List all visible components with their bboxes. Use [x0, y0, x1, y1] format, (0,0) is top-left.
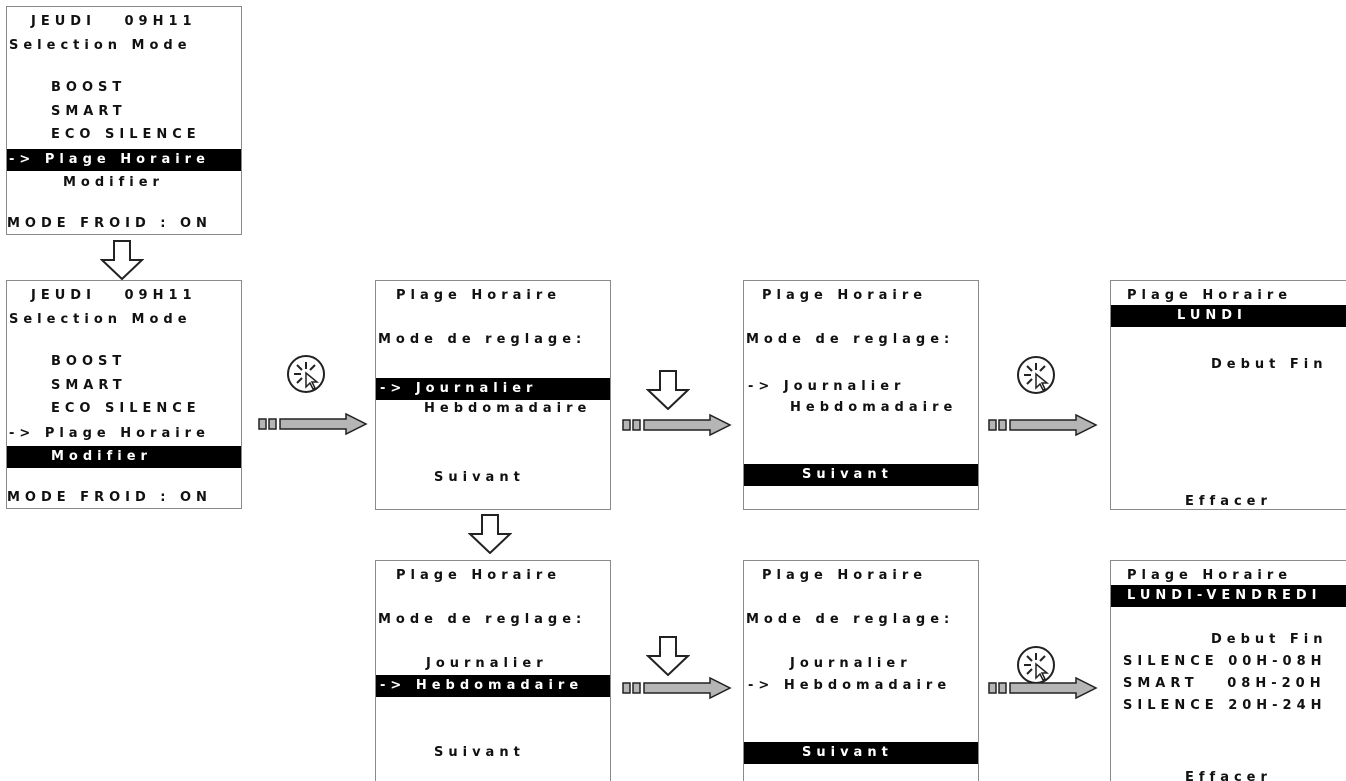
status-line: MODE FROID : ON: [7, 490, 212, 505]
option-hebdomadaire[interactable]: -> Hebdomadaire: [748, 678, 952, 693]
next-button[interactable]: Suivant: [434, 745, 525, 760]
menu-item-smart[interactable]: SMART: [51, 104, 127, 119]
right-arrow-icon: [988, 676, 1098, 700]
status-line: MODE FROID : ON: [7, 216, 212, 231]
down-arrow-icon: [468, 514, 512, 554]
screen-plage-horaire-lundi: Plage Horaire LUNDI Debut Fin Effacer: [1110, 280, 1346, 510]
screen-main-menu-2: JEUDI 09H11 Selection Mode BOOST SMART E…: [6, 280, 242, 509]
screen-plage-horaire-lundi-vendredi: Plage Horaire LUNDI-VENDREDI Debut Fin S…: [1110, 560, 1346, 781]
menu-item-boost[interactable]: BOOST: [51, 354, 127, 369]
option-hebdomadaire[interactable]: Hebdomadaire: [424, 401, 592, 416]
click-pointer-icon: [1017, 356, 1055, 394]
title-line: Selection Mode: [9, 312, 192, 327]
menu-item-plage-horaire[interactable]: -> Plage Horaire: [7, 149, 241, 171]
screen-title: Plage Horaire: [762, 568, 928, 583]
option-hebdomadaire[interactable]: Hebdomadaire: [790, 400, 958, 415]
menu-item-eco-silence[interactable]: ECO SILENCE: [51, 127, 201, 142]
schedule-row[interactable]: SILENCE 00H-08H: [1123, 654, 1327, 669]
title-line: Selection Mode: [9, 38, 192, 53]
screen-title: Plage Horaire: [396, 288, 562, 303]
screen-main-menu-1: JEUDI 09H11 Selection Mode BOOST SMART E…: [6, 6, 242, 235]
down-arrow-icon: [646, 370, 690, 410]
settings-label: Mode de reglage:: [378, 332, 587, 347]
screen-mode-reglage-hebdomadaire-suivant: Plage Horaire Mode de reglage: Journalie…: [743, 560, 979, 781]
menu-item-modifier[interactable]: Modifier: [63, 175, 164, 190]
down-arrow-icon: [100, 240, 144, 280]
settings-label: Mode de reglage:: [746, 332, 955, 347]
click-pointer-icon: [287, 355, 325, 393]
menu-item-modifier[interactable]: Modifier: [7, 446, 241, 468]
screen-title: Plage Horaire: [1127, 288, 1293, 303]
screen-title: Plage Horaire: [1127, 568, 1293, 583]
right-arrow-icon: [622, 676, 732, 700]
menu-item-smart[interactable]: SMART: [51, 378, 127, 393]
next-button[interactable]: Suivant: [434, 470, 525, 485]
settings-label: Mode de reglage:: [378, 612, 587, 627]
option-journalier[interactable]: Journalier: [426, 656, 548, 671]
down-arrow-icon: [646, 636, 690, 676]
option-hebdomadaire[interactable]: -> Hebdomadaire: [376, 675, 610, 697]
column-header: Debut Fin: [1211, 357, 1328, 372]
day-range-header: LUNDI-VENDREDI: [1111, 585, 1346, 607]
menu-item-boost[interactable]: BOOST: [51, 80, 127, 95]
schedule-row[interactable]: SILENCE 20H-24H: [1123, 698, 1327, 713]
clock-line: JEUDI 09H11: [31, 288, 197, 303]
screen-mode-reglage-journalier-suivant: Plage Horaire Mode de reglage: -> Journa…: [743, 280, 979, 510]
screen-mode-reglage-journalier: Plage Horaire Mode de reglage: -> Journa…: [375, 280, 611, 510]
screen-mode-reglage-hebdomadaire: Plage Horaire Mode de reglage: Journalie…: [375, 560, 611, 781]
option-journalier[interactable]: Journalier: [790, 656, 912, 671]
clock-line: JEUDI 09H11: [31, 14, 197, 29]
menu-item-eco-silence[interactable]: ECO SILENCE: [51, 401, 201, 416]
clear-button[interactable]: Effacer: [1185, 770, 1272, 781]
right-arrow-icon: [622, 413, 732, 437]
next-button[interactable]: Suivant: [744, 742, 978, 764]
right-arrow-icon: [258, 412, 368, 436]
schedule-row[interactable]: SMART 08H-20H: [1123, 676, 1326, 691]
menu-item-plage-horaire[interactable]: -> Plage Horaire: [9, 426, 210, 441]
click-pointer-icon: [1017, 646, 1055, 684]
day-header: LUNDI: [1111, 305, 1346, 327]
option-journalier[interactable]: -> Journalier: [748, 379, 906, 394]
column-header: Debut Fin: [1211, 632, 1328, 647]
clear-button[interactable]: Effacer: [1185, 494, 1272, 509]
right-arrow-icon: [988, 413, 1098, 437]
option-journalier[interactable]: -> Journalier: [376, 378, 610, 400]
screen-title: Plage Horaire: [396, 568, 562, 583]
next-button[interactable]: Suivant: [744, 464, 978, 486]
screen-title: Plage Horaire: [762, 288, 928, 303]
settings-label: Mode de reglage:: [746, 612, 955, 627]
